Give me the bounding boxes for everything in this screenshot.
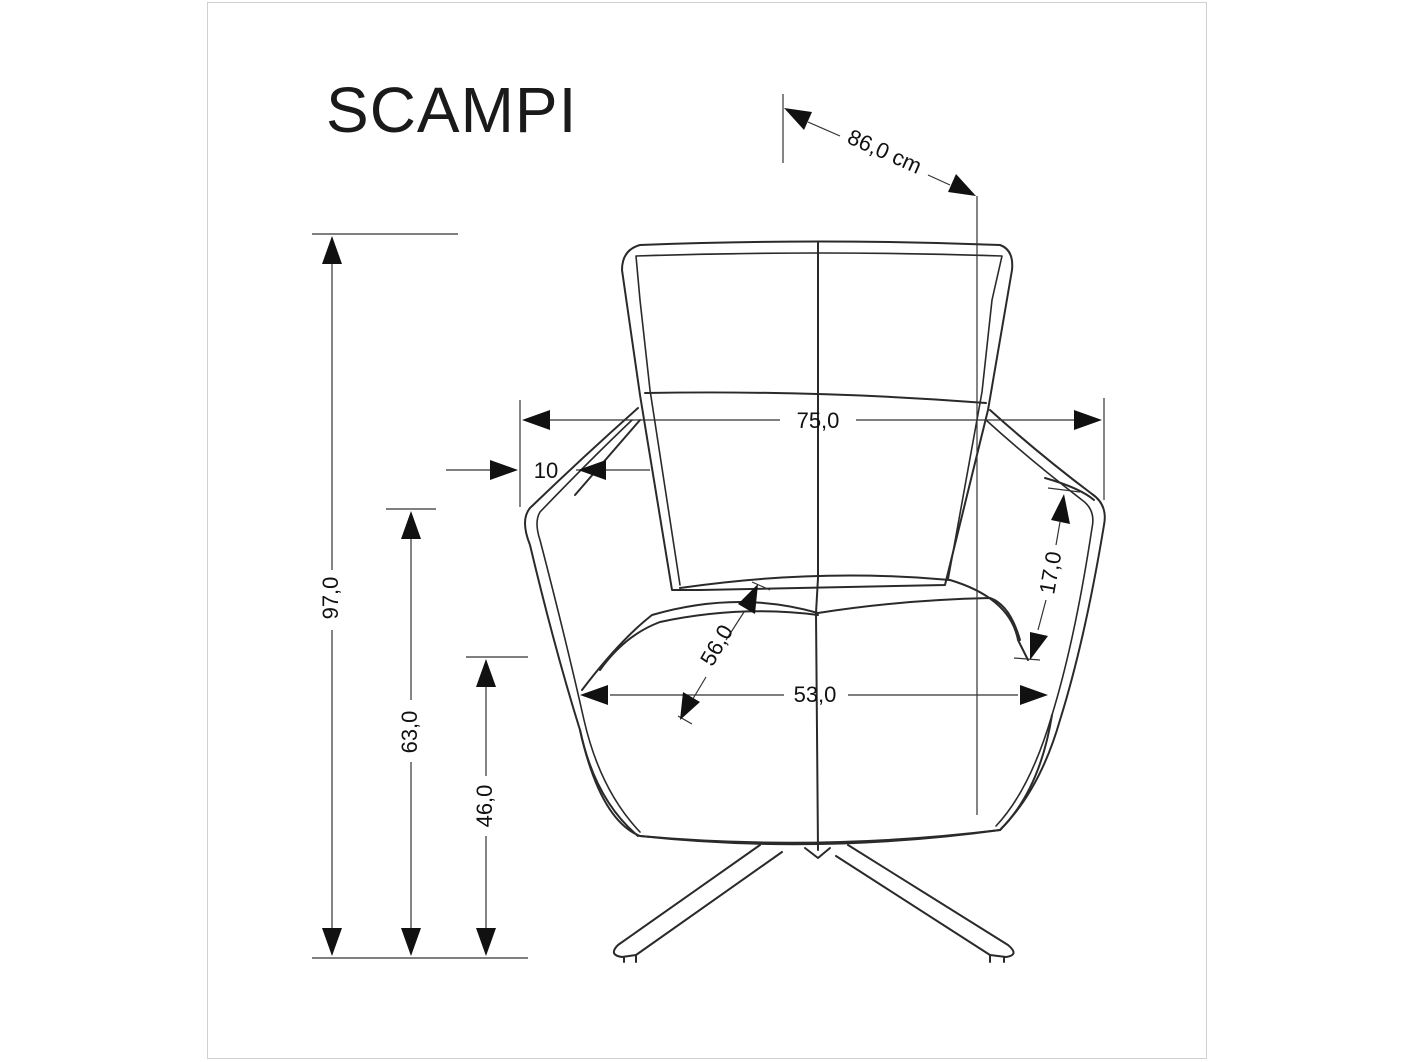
arrow-56-bottom: [680, 692, 700, 720]
arrow-97-top: [322, 236, 342, 264]
backrest-seam-horizontal: [644, 391, 987, 404]
right-shell-inner: [985, 419, 1094, 827]
product-title: SCAMPI: [326, 74, 578, 146]
arrow-56-top: [738, 584, 758, 614]
chair-outline: [524, 240, 1106, 963]
arrow-53-right: [1020, 685, 1048, 705]
armrest-top-left: [574, 419, 641, 496]
label-seat-width: 53,0: [794, 682, 837, 707]
foot-right: [989, 954, 1005, 963]
arrow-17-bottom: [1030, 632, 1048, 660]
label-armrest-height: 63,0: [397, 711, 422, 754]
seat-body: [579, 714, 1053, 844]
arrow-10-right: [578, 460, 606, 480]
seat-front-lower: [599, 610, 819, 671]
foot-left: [623, 954, 637, 963]
label-seat-depth: 56,0: [695, 620, 738, 670]
arrow-46-bottom: [476, 928, 496, 956]
arrow-63-bottom: [401, 928, 421, 956]
label-width: 75,0: [797, 408, 840, 433]
arrow-53-left: [580, 685, 608, 705]
leg-center: [804, 847, 831, 859]
label-armrest-above-seat: 17,0: [1034, 549, 1066, 596]
backrest-outer: [621, 240, 1014, 591]
label-depth: 86,0 cm: [844, 124, 926, 179]
right-shell-outer: [989, 409, 1106, 831]
arrow-46-top: [476, 659, 496, 687]
backrest-inner: [635, 252, 1003, 586]
dimension-labels: 97,0 63,0 46,0 75,0 10 53,0 56,0 17,0 86…: [318, 124, 1067, 827]
left-shell-inner: [536, 419, 641, 833]
label-total-height: 97,0: [318, 577, 343, 620]
leg-right-back: [835, 844, 1015, 958]
arrow-63-top: [401, 511, 421, 539]
seat-top: [679, 574, 1029, 661]
arrow-10-left: [490, 460, 518, 480]
arrow-75-left: [522, 410, 550, 430]
seat-seam: [815, 577, 819, 851]
label-seat-height: 46,0: [472, 785, 497, 828]
arrow-17-top: [1051, 494, 1070, 524]
seat-body-lower: [639, 829, 1001, 846]
leg-left-back: [612, 844, 783, 958]
arrow-86-right: [948, 174, 976, 196]
arrow-75-right: [1074, 410, 1102, 430]
armrest-top-right: [1044, 477, 1095, 501]
seat-front: [581, 597, 1021, 691]
arrow-86-left: [784, 108, 812, 130]
arrowheads: [322, 108, 1102, 956]
label-armrest-width: 10: [534, 458, 558, 483]
dimension-lines: [312, 94, 1105, 959]
arrow-97-bottom: [322, 928, 342, 956]
